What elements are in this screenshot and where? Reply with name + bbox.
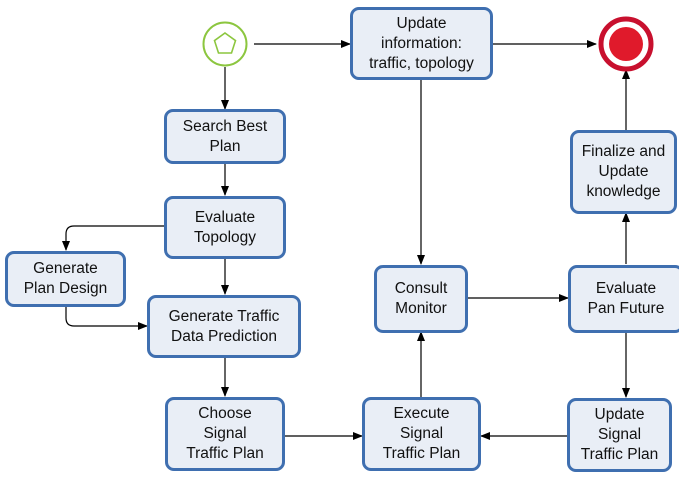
end-event — [598, 16, 654, 72]
start-event — [202, 21, 248, 67]
execute-signal-traffic-plan-task: Execute Signal Traffic Plan — [362, 397, 481, 471]
generate-traffic-data-prediction-task: Generate Traffic Data Prediction — [147, 295, 301, 358]
update-signal-traffic-plan-task: Update Signal Traffic Plan — [567, 398, 672, 472]
choose-signal-traffic-plan-task: Choose Signal Traffic Plan — [165, 397, 285, 471]
search-best-plan-task: Search Best Plan — [164, 109, 286, 164]
evaluate-pan-future-task: Evaluate Pan Future — [568, 265, 679, 333]
consult-monitor-task: Consult Monitor — [374, 265, 468, 333]
edge-evaluate-topology-to-generate-plan-design — [62, 225, 164, 251]
finalize-update-knowledge-task: Finalize and Update knowledge — [570, 130, 677, 214]
edge-generate-plan-design-to-generate-traffic-data-prediction — [65, 306, 148, 330]
pentagon-icon — [213, 32, 237, 54]
generate-plan-design-task: Generate Plan Design — [5, 251, 126, 307]
evaluate-topology-task: Evaluate Topology — [164, 196, 286, 259]
update-information-task: Update information: traffic, topology — [350, 7, 493, 80]
